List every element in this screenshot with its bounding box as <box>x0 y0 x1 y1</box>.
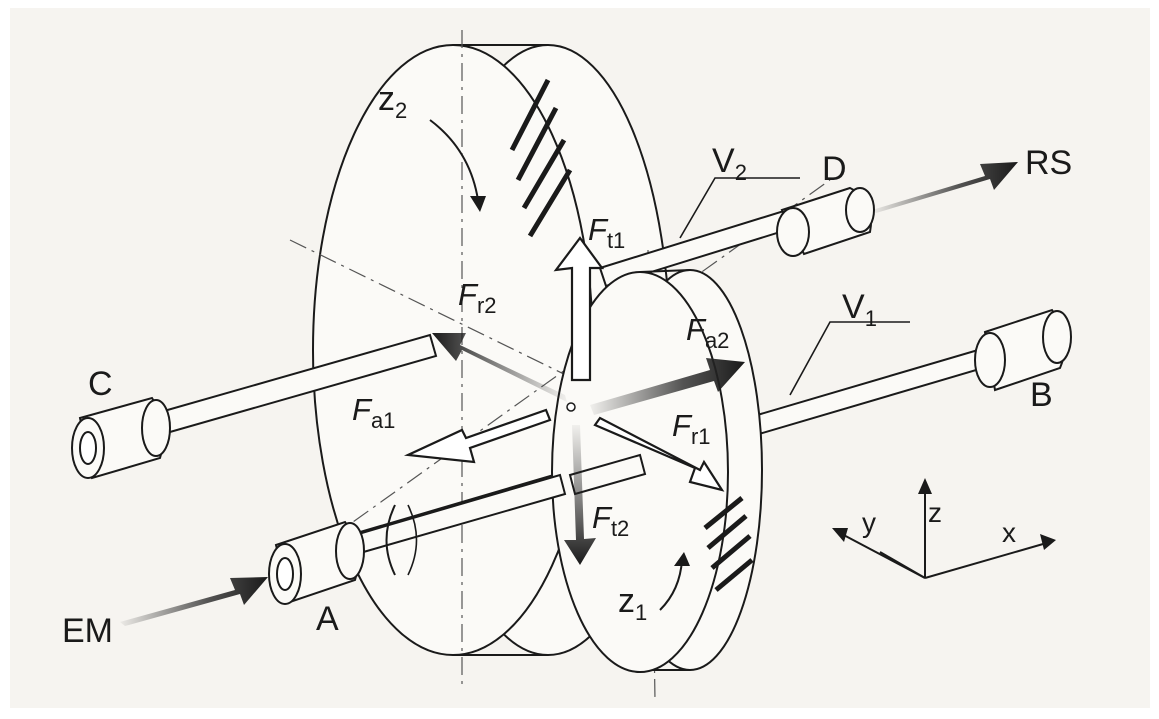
rs-arrow <box>872 162 1018 213</box>
gear-z2-label: z2 <box>378 80 407 123</box>
force-ft2-label: Ft2 <box>592 500 629 541</box>
bearing-d-label: D <box>822 150 847 188</box>
shaft-v2-label: V2 <box>712 142 747 185</box>
bearing-a-label: A <box>316 600 339 638</box>
em-arrow <box>120 577 268 626</box>
force-fr2-label: Fr2 <box>458 277 497 318</box>
z1-rotation-arrowhead <box>674 552 690 566</box>
y-axis-arrowhead <box>832 528 848 542</box>
bearing-c-label: C <box>88 365 113 403</box>
force-fr1-label: Fr1 <box>672 408 711 449</box>
gear-z1-teeth-hatch <box>703 496 754 592</box>
coordinate-axes <box>837 485 1051 579</box>
x-axis-arrowhead <box>1040 534 1056 550</box>
gear-z1-label: z1 <box>618 582 647 625</box>
gear-z2-teeth-hatch <box>509 78 573 238</box>
v1-leader <box>789 321 910 396</box>
ft1-arrow <box>553 236 605 382</box>
axis-z-label: z <box>928 497 942 528</box>
force-fa2-label: Fa2 <box>686 312 729 353</box>
z2-rotation-arrowhead <box>470 196 486 212</box>
v2-leader <box>679 177 800 239</box>
bearing-b-label: B <box>1030 376 1053 414</box>
shaft-v2 <box>598 186 875 288</box>
force-fa1-label: Fa1 <box>352 392 395 433</box>
axis-x-label: x <box>1002 517 1016 548</box>
shaft-a <box>268 453 647 605</box>
fr2-arrow <box>432 333 567 402</box>
force-ft1-label: Ft1 <box>588 212 625 253</box>
ft2-arrow <box>564 425 596 565</box>
contact-point <box>566 402 576 412</box>
fa1-arrow <box>403 408 552 464</box>
axis-y-label: y <box>862 507 876 538</box>
fr1-arrow <box>593 416 725 492</box>
z2-rotation-arrow <box>429 119 479 201</box>
em-label: EM <box>62 612 113 650</box>
shaft-v1-label: V1 <box>842 288 877 331</box>
fa2-arrow <box>590 358 745 415</box>
rs-label: RS <box>1025 144 1072 182</box>
shaft-c <box>71 333 438 480</box>
z-axis-arrowhead <box>918 478 932 494</box>
